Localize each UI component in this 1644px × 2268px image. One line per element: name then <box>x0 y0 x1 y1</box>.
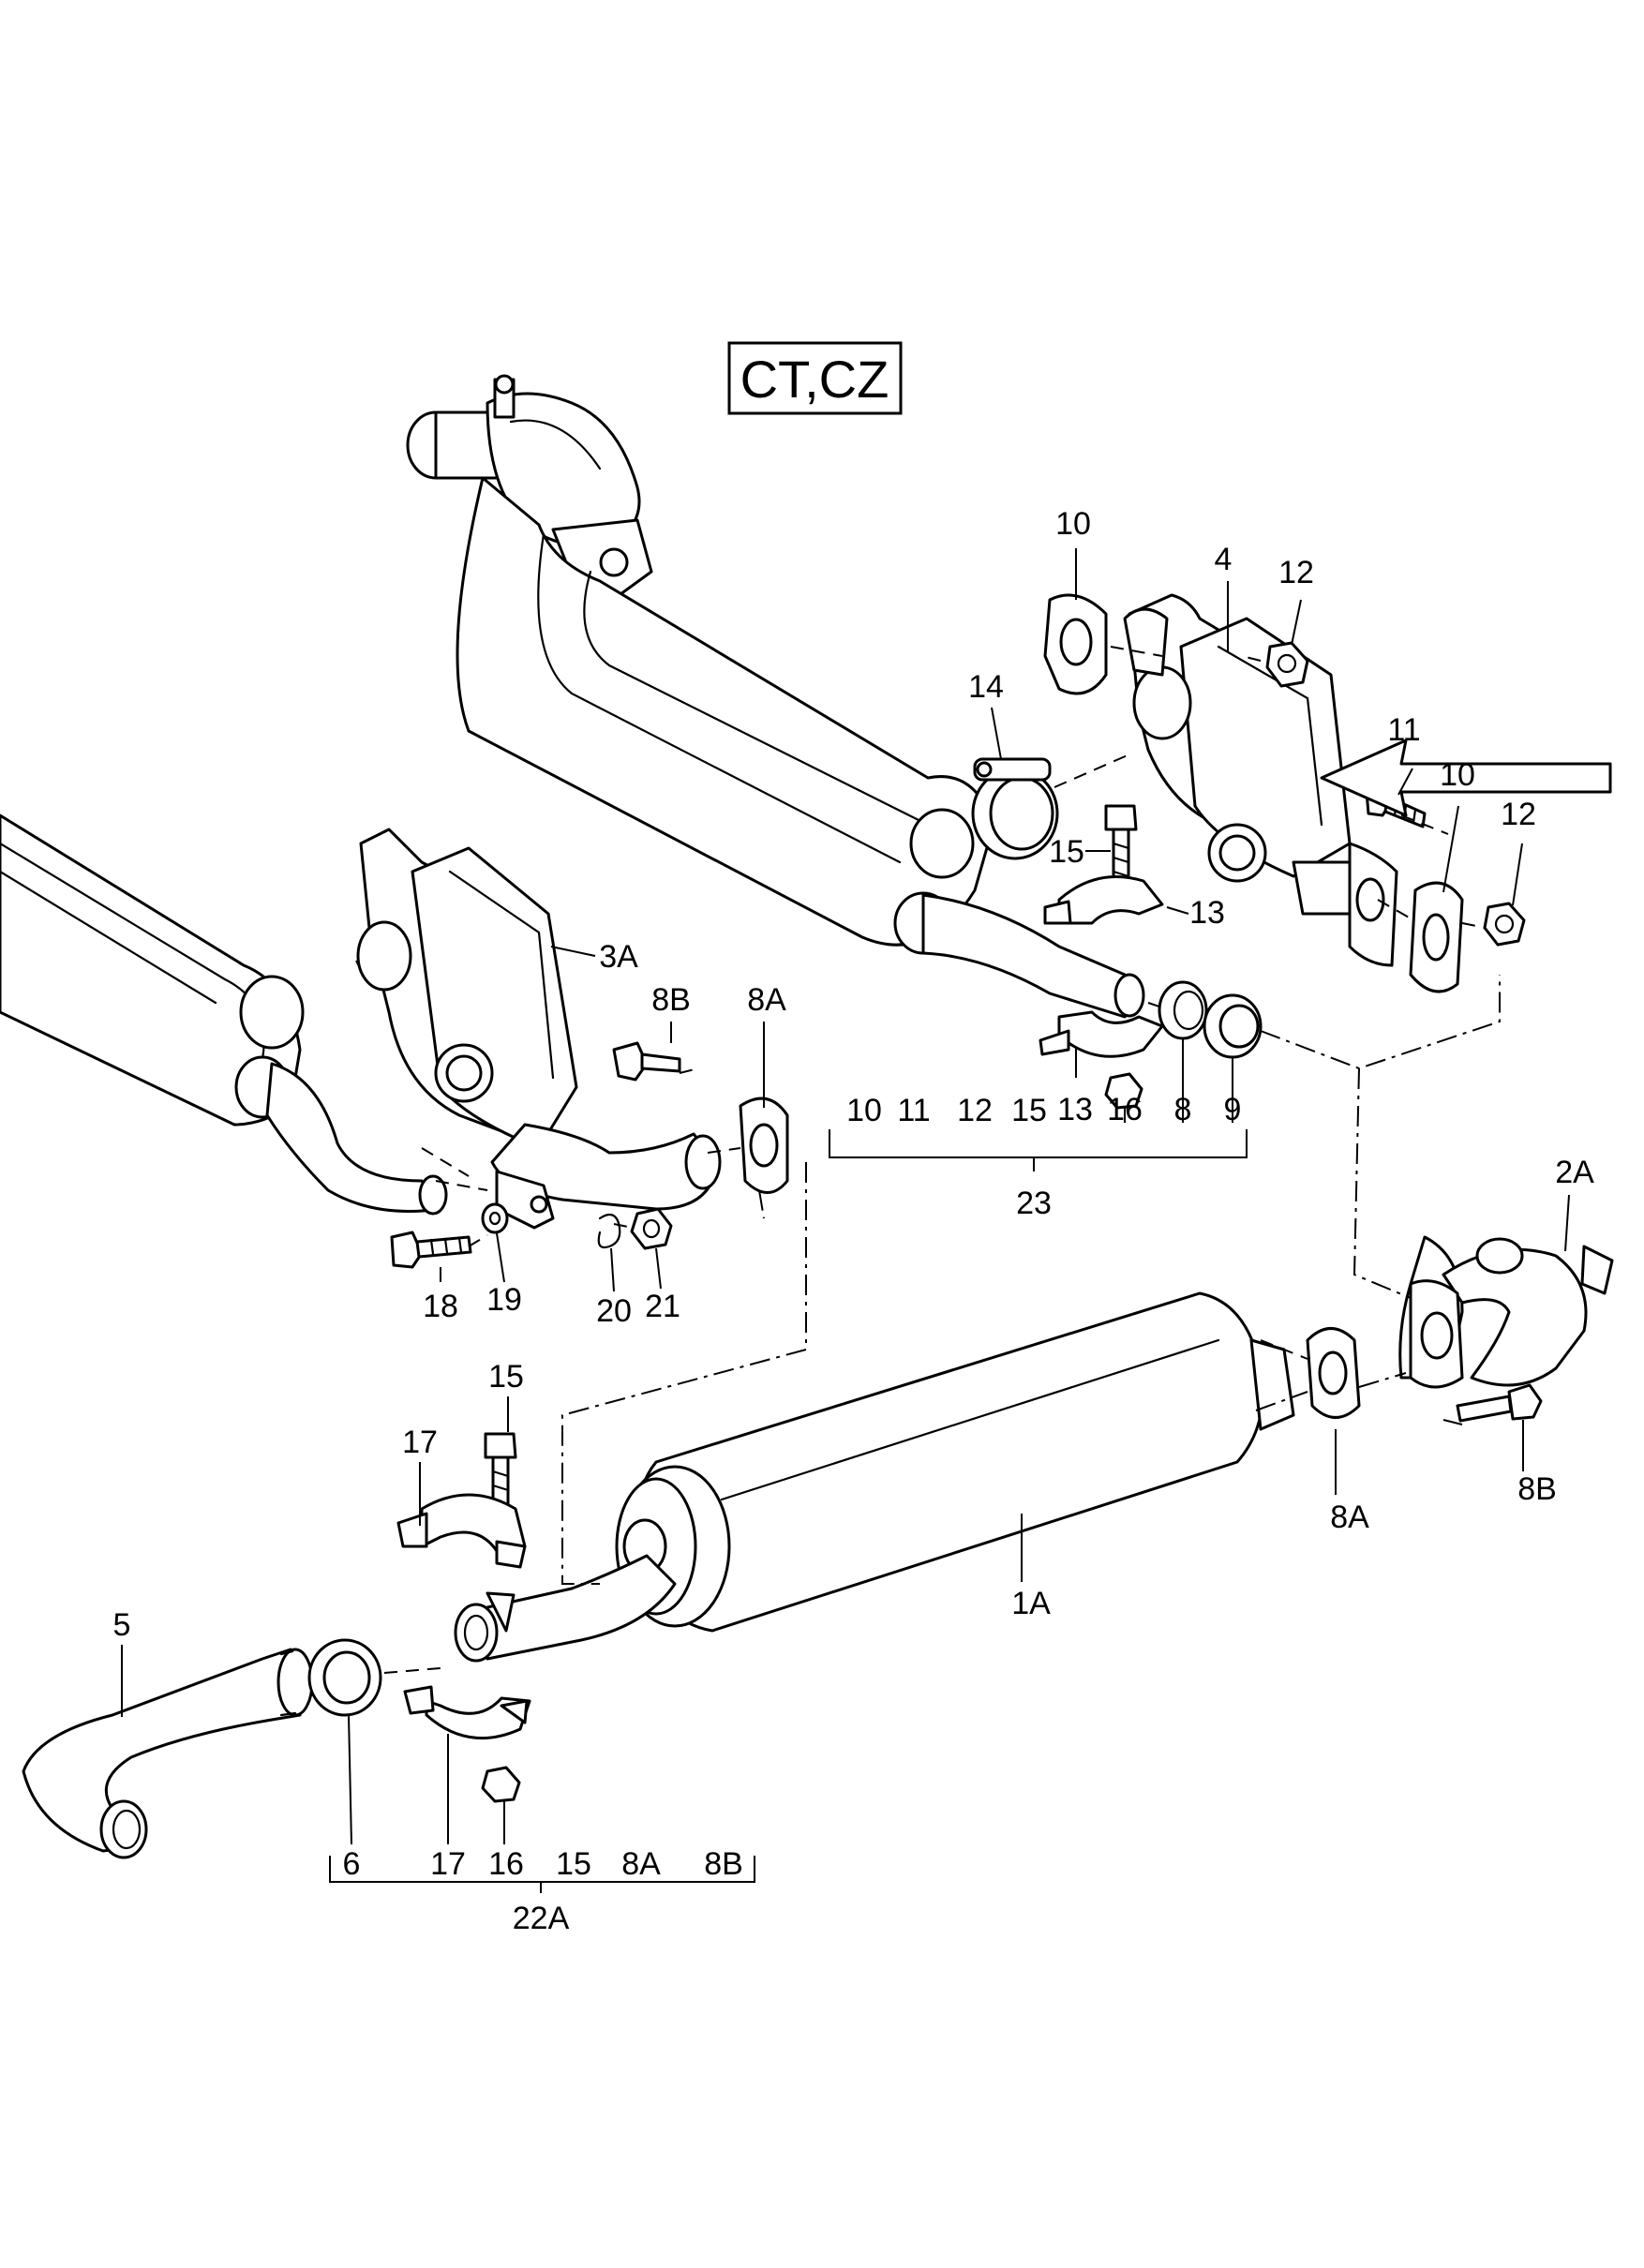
seal-9-drawing <box>1203 993 1263 1059</box>
callout-labels: 10 4 12 14 11 10 12 15 13 13 16 8 9 3A 8… <box>113 506 1595 1643</box>
kit-22A-item: 6 <box>343 1846 361 1882</box>
callout-15-lower: 15 <box>488 1359 524 1395</box>
callout-8B: 8B <box>651 982 691 1018</box>
view-direction-arrow <box>1320 739 1612 817</box>
callout-8A-lower: 8A <box>1330 1500 1369 1535</box>
right-heat-exchanger-drawing <box>406 374 1398 1019</box>
kit-23-item: 15 <box>1011 1093 1047 1128</box>
callout-10: 10 <box>1055 506 1091 542</box>
clamp-14-drawing <box>971 757 1059 860</box>
kit-23-items: 10 11 12 15 23 <box>846 1093 1052 1221</box>
kit-23-item: 11 <box>897 1093 930 1128</box>
pipe-2A-drawing <box>1398 1235 1614 1389</box>
muffler-1A-drawing <box>454 1291 1295 1663</box>
callout-20: 20 <box>596 1293 632 1329</box>
leader-lines <box>121 548 1570 1845</box>
tail-pipe-5-drawing <box>22 1648 314 1859</box>
callout-13: 13 <box>1189 895 1225 931</box>
clamp-half-17-lower-drawing <box>403 1685 531 1740</box>
left-heat-exchanger-drawing <box>0 813 722 1230</box>
kit-22A-item: 15 <box>556 1846 591 1882</box>
kit-23-bracket <box>829 1129 1248 1171</box>
gasket-8A-lower-drawing <box>1306 1327 1361 1419</box>
engine-code-badge: CT,CZ <box>727 341 903 415</box>
clamp-half-13-lower-drawing <box>1039 1010 1164 1058</box>
ring-8-drawing <box>1158 980 1208 1040</box>
nut-16-lower-drawing <box>481 1766 521 1803</box>
callout-13-lower: 13 <box>1057 1092 1093 1127</box>
callout-14: 14 <box>968 669 1004 705</box>
nut-16-upper-drawing <box>1104 1072 1143 1110</box>
assembly-reference-lines <box>355 646 1501 1674</box>
clamp-half-13-upper-drawing <box>1043 875 1164 925</box>
bolt-8B-lower-drawing <box>1456 1383 1543 1423</box>
callout-2A: 2A <box>1555 1155 1594 1190</box>
callout-18: 18 <box>423 1289 458 1324</box>
callout-8: 8 <box>1174 1092 1192 1127</box>
gasket-8A-upper-drawing <box>739 1097 789 1194</box>
kit-22A-item: 8B <box>704 1846 743 1882</box>
callout-21: 21 <box>645 1289 680 1324</box>
kit-23-item: 10 <box>846 1093 882 1128</box>
kit-22A-items: 6 17 16 15 8A 8B 22A <box>343 1846 743 1936</box>
callout-19: 19 <box>486 1282 522 1318</box>
callout-11: 11 <box>1387 712 1420 748</box>
nut-12-lower-drawing <box>1483 902 1526 947</box>
gasket-10-drawing <box>1043 593 1108 695</box>
kit-23-label: 23 <box>1016 1186 1052 1221</box>
bolt-15-lower-drawing <box>484 1432 517 1515</box>
kit-23-item: 12 <box>957 1093 993 1128</box>
callout-8A: 8A <box>747 982 786 1018</box>
callout-15: 15 <box>1049 834 1084 870</box>
bolt-18-drawing <box>390 1231 472 1269</box>
lock-washer-20-drawing <box>597 1213 621 1249</box>
callout-3A: 3A <box>599 939 638 975</box>
callout-16: 16 <box>1107 1092 1143 1127</box>
callout-8B-lower: 8B <box>1517 1471 1557 1507</box>
callout-9: 9 <box>1224 1092 1242 1127</box>
kit-22A-bracket <box>329 1856 755 1893</box>
gasket-10-lower-drawing <box>1409 881 1464 993</box>
callout-12-lower: 12 <box>1501 797 1536 832</box>
callout-12: 12 <box>1278 555 1314 590</box>
callout-4: 4 <box>1215 542 1233 577</box>
kit-22A-item: 16 <box>488 1846 524 1882</box>
callout-10-lower: 10 <box>1440 757 1475 793</box>
kit-22A-item: 17 <box>430 1846 466 1882</box>
callout-5: 5 <box>113 1607 131 1643</box>
washer-19-drawing <box>481 1202 509 1234</box>
callout-1A: 1A <box>1011 1586 1051 1621</box>
nut-21-drawing <box>630 1207 673 1250</box>
bolt-8B-upper-drawing <box>612 1041 681 1082</box>
kit-22A-item: 8A <box>621 1846 661 1882</box>
clamp-half-17-upper-drawing <box>396 1493 527 1569</box>
callout-17: 17 <box>402 1425 438 1460</box>
bolt-15-upper-drawing <box>1104 804 1138 892</box>
seal-6-drawing <box>307 1638 382 1717</box>
kit-22A-label: 22A <box>513 1901 570 1936</box>
engine-code-label: CT,CZ <box>740 350 889 409</box>
